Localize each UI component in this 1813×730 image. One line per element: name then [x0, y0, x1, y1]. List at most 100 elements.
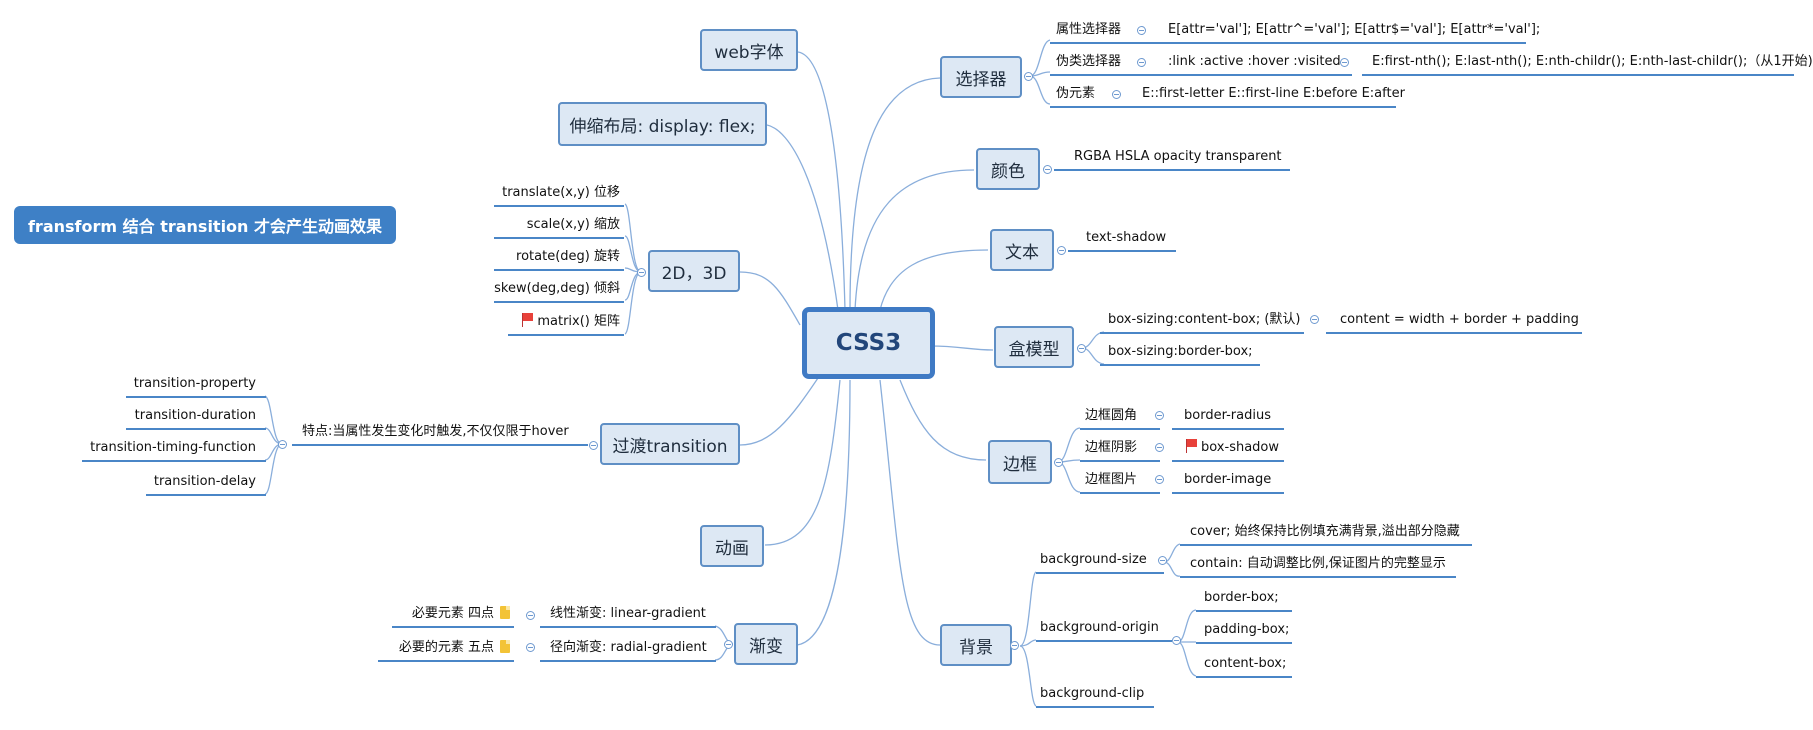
underline: [508, 334, 624, 336]
collapse-toggle[interactable]: [526, 643, 535, 652]
underline: [1180, 544, 1472, 546]
bg-clip[interactable]: background-clip: [1040, 686, 1145, 701]
branch-background[interactable]: 背景: [940, 624, 1012, 666]
note-icon: [500, 640, 510, 653]
underline: [1036, 640, 1172, 642]
collapse-toggle[interactable]: [1010, 641, 1019, 650]
gradient-linear-note[interactable]: 必要元素 四点: [380, 603, 510, 625]
collapse-toggle[interactable]: [1340, 58, 1349, 67]
underline: [378, 660, 514, 662]
underline: [1100, 364, 1260, 366]
selector-pseudo-element[interactable]: 伪元素: [1056, 86, 1096, 101]
box-content-box[interactable]: box-sizing:content-box; (默认): [1108, 312, 1301, 327]
collapse-toggle[interactable]: [1043, 165, 1052, 174]
transition-item[interactable]: transition-delay: [153, 474, 256, 489]
underline: [1196, 676, 1292, 678]
branch-label: 过渡transition: [612, 436, 728, 457]
branch-label: 颜色: [991, 161, 1025, 182]
collapse-toggle[interactable]: [1077, 344, 1086, 353]
underline: [292, 444, 588, 446]
bg-size-contain[interactable]: contain: 自动调整比例,保证图片的完整显示: [1190, 556, 1446, 571]
branch-label: 背景: [959, 637, 993, 658]
underline: [1196, 610, 1292, 612]
collapse-toggle[interactable]: [278, 440, 287, 449]
gradient-radial[interactable]: 径向渐变: radial-gradient: [550, 640, 707, 655]
transform-item[interactable]: translate(x,y) 位移: [502, 185, 620, 200]
transition-item[interactable]: transition-timing-function: [90, 440, 256, 455]
branch-flex[interactable]: 伸缩布局: display: flex;: [558, 102, 767, 146]
underline: [1160, 74, 1352, 76]
collapse-toggle[interactable]: [1057, 246, 1066, 255]
collapse-toggle[interactable]: [1155, 443, 1164, 452]
collapse-toggle[interactable]: [1054, 458, 1063, 467]
transform-item-flagged[interactable]: matrix() 矩阵: [475, 311, 620, 333]
border-radius-value[interactable]: border-radius: [1184, 408, 1271, 423]
selector-attr-detail[interactable]: E[attr='val']; E[attr^='val']; E[attr$='…: [1168, 22, 1541, 37]
underline: [1100, 332, 1304, 334]
border-image-label[interactable]: 边框图片: [1085, 472, 1138, 487]
branch-color[interactable]: 颜色: [976, 148, 1040, 190]
collapse-toggle[interactable]: [1137, 26, 1146, 35]
box-border-box[interactable]: box-sizing:border-box;: [1108, 344, 1253, 359]
color-detail[interactable]: RGBA HSLA opacity transparent: [1074, 149, 1282, 164]
selector-attr[interactable]: 属性选择器: [1056, 22, 1122, 37]
branch-border[interactable]: 边框: [988, 440, 1052, 484]
border-image-value[interactable]: border-image: [1184, 472, 1272, 487]
transition-item[interactable]: transition-property: [133, 376, 256, 391]
bg-origin-item[interactable]: padding-box;: [1204, 622, 1290, 637]
branch-text[interactable]: 文本: [990, 229, 1054, 271]
selector-pseudo-class[interactable]: 伪类选择器: [1056, 54, 1122, 69]
branch-2d-3d[interactable]: 2D，3D: [648, 250, 740, 292]
branch-label: 渐变: [749, 636, 783, 657]
branch-label: web字体: [714, 42, 784, 63]
collapse-toggle[interactable]: [1172, 636, 1181, 645]
selector-pseudo-element-detail[interactable]: E::first-letter E::first-line E:before E…: [1142, 86, 1405, 101]
collapse-toggle[interactable]: [1112, 90, 1121, 99]
transform-item[interactable]: skew(deg,deg) 倾斜: [494, 281, 620, 296]
branch-selectors[interactable]: 选择器: [940, 56, 1022, 98]
banner-note[interactable]: fransform 结合 transition 才会产生动画效果: [14, 206, 396, 244]
transition-feature[interactable]: 特点:当属性发生变化时触发,不仅仅限于hover: [302, 424, 569, 439]
branch-transition[interactable]: 过渡transition: [600, 423, 740, 465]
bg-origin-item[interactable]: border-box;: [1204, 590, 1279, 605]
note-label: 必要的元素 五点: [398, 640, 494, 655]
underline: [540, 626, 716, 628]
border-shadow-value-flagged[interactable]: box-shadow: [1186, 437, 1296, 459]
underline: [126, 428, 266, 430]
collapse-toggle[interactable]: [589, 441, 598, 450]
transform-item[interactable]: rotate(deg) 旋转: [516, 249, 620, 264]
collapse-toggle[interactable]: [1158, 556, 1167, 565]
underline: [1172, 460, 1284, 462]
branch-web-fonts[interactable]: web字体: [700, 29, 798, 71]
collapse-toggle[interactable]: [526, 611, 535, 620]
text-detail[interactable]: text-shadow: [1086, 230, 1167, 245]
branch-gradient[interactable]: 渐变: [734, 623, 798, 665]
underline: [126, 396, 266, 398]
collapse-toggle[interactable]: [724, 640, 733, 649]
banner-text: fransform 结合 transition 才会产生动画效果: [27, 217, 383, 236]
selector-pseudo-class-more[interactable]: E:first-nth(); E:last-nth(); E:nth-child…: [1372, 54, 1813, 69]
bg-origin-item[interactable]: content-box;: [1204, 656, 1287, 671]
underline: [1036, 706, 1154, 708]
bg-origin[interactable]: background-origin: [1040, 620, 1159, 635]
branch-animation[interactable]: 动画: [700, 525, 764, 567]
transition-item[interactable]: transition-duration: [134, 408, 256, 423]
collapse-toggle[interactable]: [1155, 411, 1164, 420]
collapse-toggle[interactable]: [637, 268, 646, 277]
border-shadow-value: box-shadow: [1201, 440, 1280, 455]
collapse-toggle[interactable]: [1137, 58, 1146, 67]
collapse-toggle[interactable]: [1024, 72, 1033, 81]
collapse-toggle[interactable]: [1155, 475, 1164, 484]
bg-size[interactable]: background-size: [1040, 552, 1147, 567]
box-content-formula[interactable]: content = width + border + padding: [1340, 312, 1579, 327]
border-radius-label[interactable]: 边框圆角: [1085, 408, 1138, 423]
gradient-linear[interactable]: 线性渐变: linear-gradient: [550, 606, 706, 621]
transform-item[interactable]: scale(x,y) 缩放: [526, 217, 620, 232]
selector-pseudo-class-detail[interactable]: :link :active :hover :visited: [1168, 54, 1341, 69]
root-node[interactable]: CSS3: [802, 307, 935, 379]
gradient-radial-note[interactable]: 必要的元素 五点: [370, 637, 510, 659]
branch-box-model[interactable]: 盒模型: [994, 326, 1074, 368]
bg-size-cover[interactable]: cover; 始终保持比例填充满背景,溢出部分隐藏: [1190, 524, 1460, 539]
collapse-toggle[interactable]: [1310, 315, 1319, 324]
border-shadow-label[interactable]: 边框阴影: [1085, 440, 1138, 455]
